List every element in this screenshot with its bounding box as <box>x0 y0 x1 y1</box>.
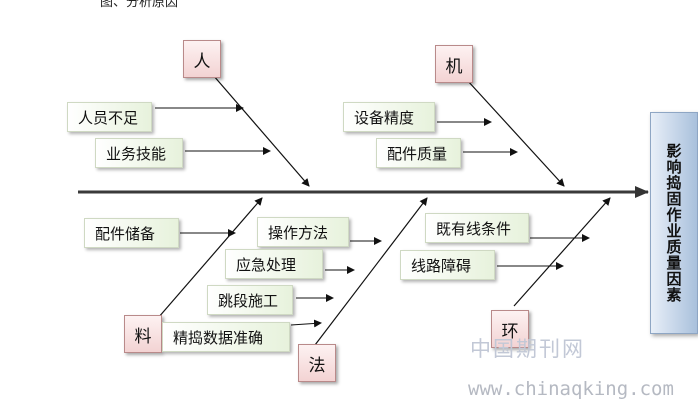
caption-fragment: 图、分析原因 <box>100 0 179 10</box>
bone-environment <box>513 197 611 307</box>
category-machine: 机 <box>435 45 473 83</box>
cause-tamping-data-accuracy: 精捣数据准确 <box>162 322 290 352</box>
bone-material <box>157 197 263 319</box>
cause-staff-shortage: 人员不足 <box>67 102 152 132</box>
watermark-text: 中国期刊网 <box>470 337 585 361</box>
cause-parts-reserve: 配件储备 <box>84 218 179 248</box>
cause-skip-section-work: 跳段施工 <box>207 285 293 315</box>
bone-person <box>212 74 310 187</box>
cause-job-skills: 业务技能 <box>95 138 183 168</box>
cause-line-obstacles: 线路障碍 <box>400 250 495 280</box>
watermark-url: www.chinaqking.com <box>468 378 674 400</box>
bone-method <box>314 197 428 346</box>
cause-operation-method: 操作方法 <box>257 217 349 247</box>
category-person: 人 <box>183 40 221 78</box>
bone-machine <box>466 79 565 187</box>
category-method: 法 <box>298 344 336 382</box>
cause-equipment-precision: 设备精度 <box>343 102 435 132</box>
cause-parts-quality: 配件质量 <box>376 138 461 168</box>
category-material: 料 <box>124 315 162 353</box>
arrow-method-4 <box>290 319 322 328</box>
effect-box: 影响捣固作业质量因素 <box>650 112 698 334</box>
cause-emergency-handling: 应急处理 <box>225 249 323 279</box>
cause-existing-line-conditions: 既有线条件 <box>425 213 529 243</box>
category-environment: 环 <box>491 310 529 348</box>
effect-label: 影响捣固作业质量因素 <box>664 143 683 303</box>
